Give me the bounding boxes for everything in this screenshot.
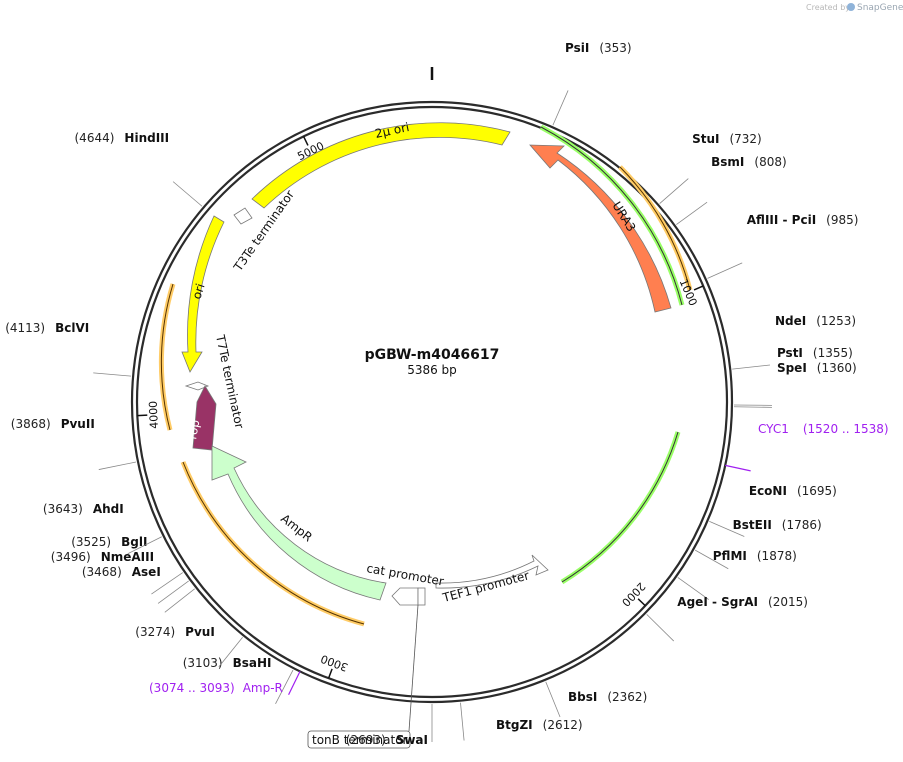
site-leader-line [460, 702, 465, 741]
site-label[interactable]: SpeI(1360) [777, 361, 857, 375]
gene-arc-right [619, 166, 691, 291]
tick-label: 3000 [319, 652, 350, 674]
site-label[interactable]: (3468)AseI [82, 565, 161, 579]
site-label[interactable]: (3274)PvuI [135, 625, 215, 639]
site-label[interactable]: PstI(1355) [777, 346, 853, 360]
site-leader-line [164, 588, 195, 613]
feature-t7te-terminator[interactable] [184, 381, 210, 391]
site-label[interactable]: (3103)BsaHI [183, 656, 272, 670]
site-label[interactable]: (3868)PvuII [11, 417, 95, 431]
primer-leader-line [288, 671, 301, 696]
site-label[interactable]: NdeI(1253) [775, 314, 856, 328]
site-label[interactable]: BbsI(2362) [568, 690, 647, 704]
site-label[interactable]: (3496)NmeAIII [51, 550, 154, 564]
feature-tef1-promoter[interactable] [435, 554, 549, 589]
site-label[interactable]: BsmI(808) [711, 155, 787, 169]
site-leader-line [157, 580, 189, 604]
credit-prefix: Created by [806, 3, 850, 12]
site-leader-line [733, 406, 772, 408]
marker-arc-top [540, 126, 683, 306]
feature-ampr[interactable] [211, 445, 387, 601]
gene-highlight-arc-left-bottom [180, 461, 365, 627]
credit-brand: SnapGene [857, 3, 903, 13]
site-leader-line [98, 461, 137, 470]
gene-arc-left-bottom [182, 461, 365, 625]
restriction-sites: PsiI(353) StuI(732) BsmI(808) AflIII - PciI… [5, 41, 858, 747]
primer-label[interactable]: (3074 .. 3093)Amp-R [149, 681, 283, 695]
site-leader-line [659, 178, 689, 204]
primer-annotations: CYC1(1520 .. 1538) (3074 .. 3093)Amp-R [149, 422, 889, 696]
site-leader-line [709, 521, 745, 537]
site-leader-line [93, 372, 132, 377]
site-label[interactable]: PflMI(1878) [713, 549, 797, 563]
site-leader-line [707, 262, 743, 279]
site-label[interactable]: (3643)AhdI [43, 502, 124, 516]
marker-arc-bottom [561, 431, 679, 583]
site-leader-line [172, 181, 203, 207]
backbone-outer-ring [130, 100, 734, 704]
site-label[interactable]: (4113)BclVI [5, 321, 89, 335]
site-leader-line [151, 572, 184, 595]
site-leader-line [694, 549, 729, 570]
site-leader-line [275, 669, 294, 705]
feature-ori[interactable] [181, 215, 225, 373]
backbone-inner-ring [135, 105, 729, 699]
site-label[interactable]: BstEII(1786) [733, 518, 822, 532]
feature-cat-promoter[interactable] [391, 587, 419, 606]
feature-tonb-terminator[interactable] [417, 587, 426, 606]
marker-highlight-arc-bottom [560, 431, 681, 585]
tonb-terminator-leader [408, 604, 419, 732]
site-label[interactable]: AflIII - PciI(985) [747, 213, 859, 227]
site-label[interactable]: (4644)HindIII [75, 131, 170, 145]
site-leader-line [732, 364, 771, 370]
site-label[interactable]: (2693)SwaI [346, 733, 428, 747]
site-leader-line [545, 681, 561, 718]
label-ori: ori [190, 282, 208, 301]
site-label[interactable]: StuI(732) [692, 132, 762, 146]
site-leader-line [677, 577, 709, 600]
site-leader-line [552, 90, 569, 126]
gene-arc-left [160, 283, 174, 431]
primer-leader-line [725, 464, 751, 472]
site-label[interactable]: BtgZI(2612) [496, 718, 583, 732]
tick-mark [693, 285, 704, 291]
feature-ura3[interactable] [529, 144, 672, 313]
site-label[interactable]: (3525)BglI [71, 535, 147, 549]
plasmid-name: pGBW-m4046617 [365, 347, 500, 363]
tick-label: 4000 [147, 401, 161, 430]
snapgene-logo-icon [847, 3, 855, 11]
primer-label[interactable]: CYC1(1520 .. 1538) [758, 422, 889, 436]
plasmid-length: 5386 bp [407, 363, 457, 377]
feature-2mu-ori[interactable] [251, 122, 511, 209]
site-label[interactable]: EcoNI(1695) [749, 484, 837, 498]
tonb-terminator-label-box [307, 730, 411, 749]
label-rop: rop [185, 419, 202, 441]
site-leader-line [127, 536, 162, 555]
tick-mark [302, 136, 309, 146]
site-label[interactable]: PsiI(353) [565, 41, 632, 55]
tick-mark [327, 668, 333, 679]
site-leader-line [676, 201, 708, 225]
feature-t3te-terminator[interactable] [233, 207, 253, 225]
site-label[interactable]: AgeI - SgrAI(2015) [677, 595, 808, 609]
label-tonb-terminator: tonB terminator [312, 733, 408, 747]
label-t7te-terminator: T7Te terminator [213, 333, 247, 430]
tick-mark [637, 598, 646, 607]
feature-rop[interactable] [192, 385, 217, 451]
site-leader-line [646, 614, 675, 642]
site-leader-line [218, 636, 243, 668]
